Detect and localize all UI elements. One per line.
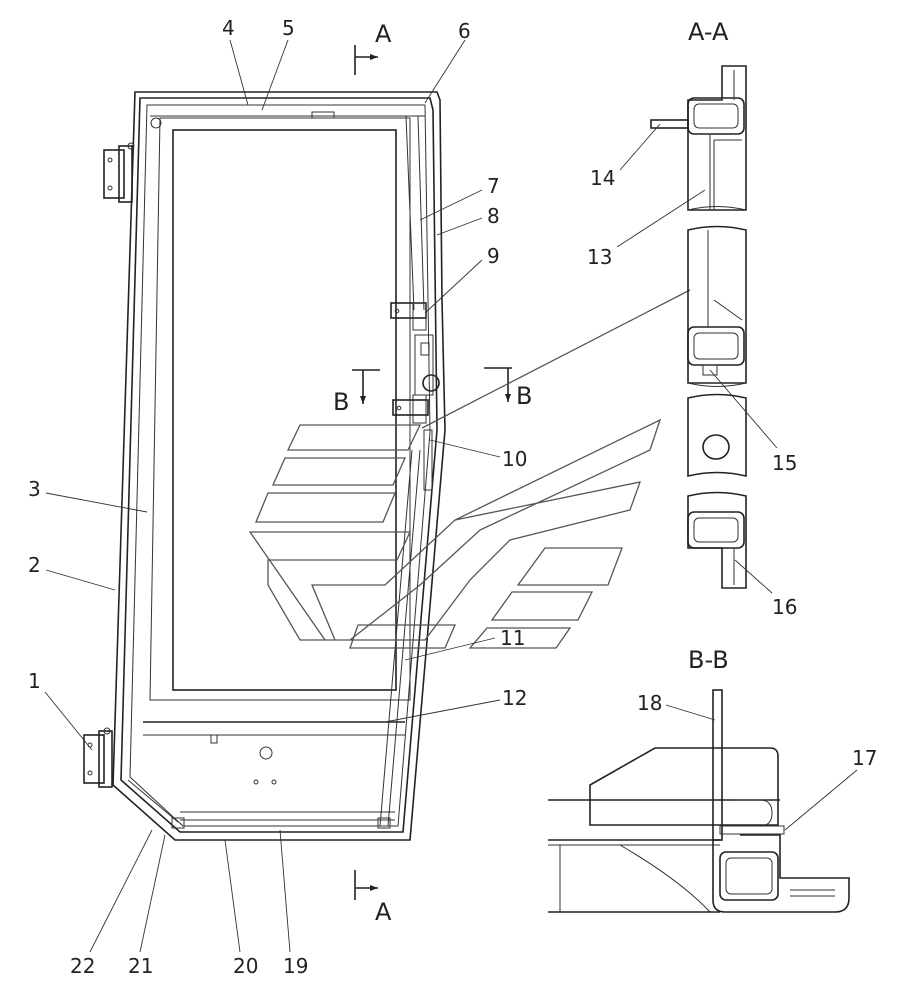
lower-hinge	[83, 727, 113, 788]
callout-8: 8	[487, 204, 500, 228]
callout-3: 3	[28, 477, 41, 501]
cut-a-top-label: A	[375, 20, 392, 48]
callout-4: 4	[222, 16, 235, 40]
cut-b-left-label: B	[333, 388, 349, 416]
callout-17: 17	[852, 746, 877, 770]
callout-6: 6	[458, 19, 471, 43]
callout-9: 9	[487, 244, 500, 268]
callout-5: 5	[282, 16, 295, 40]
section-a-a: A-A	[650, 18, 747, 589]
callout-labels: 1 2 3 4 5 6 7 8 9 10 11 12 13 14 15 16 1…	[28, 16, 877, 978]
watermark-logo	[248, 289, 691, 649]
callout-13: 13	[587, 245, 612, 269]
callout-14: 14	[590, 166, 615, 190]
callout-19: 19	[283, 954, 308, 978]
cut-b-right-label: B	[516, 382, 532, 410]
callout-7: 7	[487, 174, 500, 198]
callout-22: 22	[70, 954, 95, 978]
section-b-b: B-B	[548, 646, 850, 913]
callout-2: 2	[28, 553, 41, 577]
callout-21: 21	[128, 954, 153, 978]
cut-a-bottom-label: A	[375, 898, 392, 926]
leader-lines	[44, 39, 858, 953]
callout-20: 20	[233, 954, 258, 978]
callout-16: 16	[772, 595, 797, 619]
callout-12: 12	[502, 686, 527, 710]
section-b-b-title: B-B	[688, 646, 729, 674]
section-a-a-title: A-A	[688, 18, 729, 46]
callout-10: 10	[502, 447, 527, 471]
callout-1: 1	[28, 669, 41, 693]
door-front-view: A A B B	[83, 20, 532, 926]
door-window	[172, 129, 397, 691]
upper-hinge	[103, 142, 135, 203]
callout-11: 11	[500, 626, 525, 650]
callout-18: 18	[637, 691, 662, 715]
callout-15: 15	[772, 451, 797, 475]
door-outer-frame	[112, 91, 446, 841]
